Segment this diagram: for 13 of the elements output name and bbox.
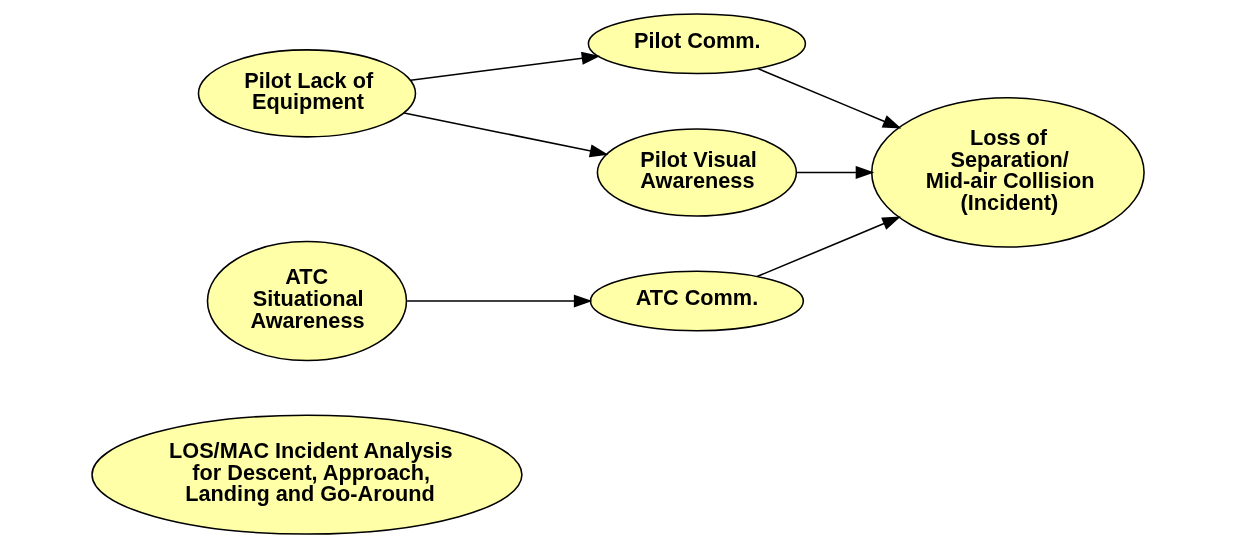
arrow — [402, 112, 608, 158]
node-ellipse: ATC Situational Awareness — [206, 240, 407, 362]
arrow — [755, 216, 901, 278]
arrow — [756, 67, 901, 129]
node-ellipse: Pilot Comm. — [587, 13, 806, 75]
node-ellipse: Pilot Visual Awareness — [596, 128, 797, 217]
node-ellipse: Loss of Separation/ Mid-air Collision (Incident) — [870, 97, 1145, 248]
node-ellipse: ATC Comm. — [589, 270, 804, 332]
node-ellipse: Pilot Lack of Equipment — [197, 49, 416, 138]
arrow — [405, 294, 592, 308]
node-ellipse: LOS/MAC Incident Analysis for Descent, Approach, Landing and Go-Around — [90, 414, 523, 535]
arrow — [409, 51, 600, 82]
arrow — [795, 165, 874, 179]
